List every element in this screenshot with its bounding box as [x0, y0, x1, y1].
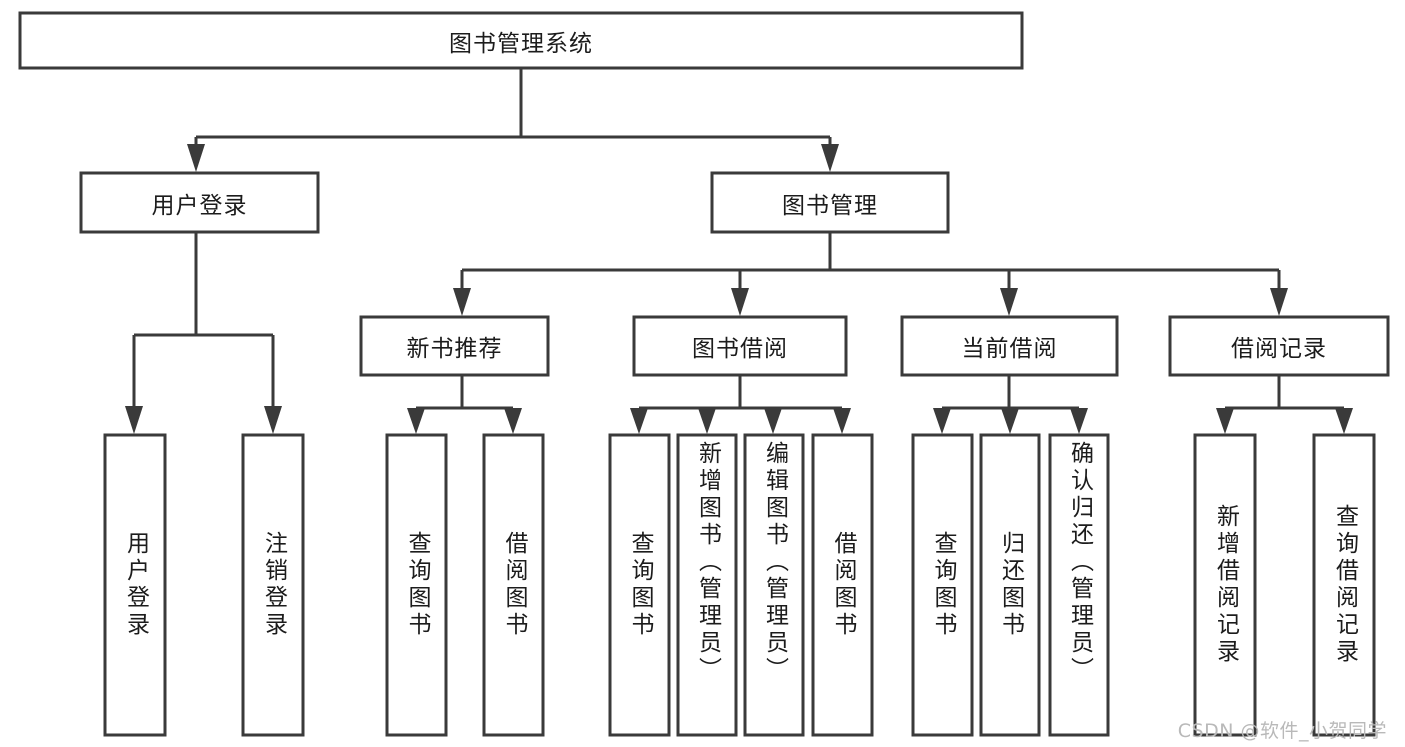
- node-box-book-borrow[interactable]: [632, 315, 848, 377]
- node-box-leaf-confirm-return[interactable]: [1048, 433, 1110, 737]
- node-box-new-book-recommend[interactable]: [359, 315, 550, 377]
- connector-group-root-to-level2: [187, 68, 839, 172]
- node-box-leaf-logout[interactable]: [241, 433, 305, 737]
- arrow-head-leaf-borrow-book-1: [504, 408, 522, 434]
- node-box-borrow-record[interactable]: [1168, 315, 1390, 377]
- arrow-head-leaf-borrow-book-2: [833, 408, 851, 434]
- connector-group-user-login-to-leaves: [125, 232, 282, 434]
- arrow-head-leaf-confirm-return: [1070, 408, 1088, 434]
- arrow-head-leaf-user-login: [125, 406, 143, 434]
- node-box-current-borrow[interactable]: [900, 315, 1119, 377]
- node-box-leaf-borrow-book-1[interactable]: [482, 433, 545, 737]
- arrow-head-leaf-logout: [264, 406, 282, 434]
- arrow-head-user-login: [187, 144, 205, 172]
- arrow-head-leaf-query-book-3: [933, 408, 951, 434]
- arrow-head-borrow-record: [1270, 288, 1288, 316]
- node-box-leaf-borrow-book-2[interactable]: [811, 433, 874, 737]
- arrow-head-new-book-recommend: [453, 288, 471, 316]
- node-box-leaf-query-book-2[interactable]: [608, 433, 671, 737]
- node-box-leaf-add-book[interactable]: [676, 433, 738, 737]
- node-box-leaf-edit-book[interactable]: [743, 433, 805, 737]
- connector-group-borrow-record-to-leaves: [1216, 375, 1353, 434]
- arrow-head-book-management: [821, 144, 839, 172]
- arrow-head-leaf-add-record: [1216, 408, 1234, 434]
- arrow-head-leaf-add-book: [698, 408, 716, 434]
- connector-group-current-borrow-to-leaves: [933, 375, 1088, 434]
- arrow-head-leaf-query-book-2: [630, 408, 648, 434]
- node-box-book-management[interactable]: [710, 171, 950, 234]
- node-box-leaf-add-record[interactable]: [1193, 433, 1257, 737]
- arrow-head-leaf-edit-book: [764, 408, 782, 434]
- connector-group-book-management-to-level3: [453, 232, 1288, 316]
- node-box-root[interactable]: [18, 11, 1024, 70]
- node-box-leaf-user-login[interactable]: [103, 433, 167, 737]
- node-box-leaf-query-book-3[interactable]: [911, 433, 974, 737]
- arrow-head-leaf-query-record: [1335, 408, 1353, 434]
- node-box-leaf-query-record[interactable]: [1312, 433, 1376, 737]
- arrow-head-book-borrow: [731, 288, 749, 316]
- node-box-leaf-return-book[interactable]: [979, 433, 1041, 737]
- csdn-watermark: CSDN @软件_小贺同学: [1177, 720, 1387, 742]
- arrow-head-leaf-query-book-1: [407, 408, 425, 434]
- node-box-user-login[interactable]: [79, 171, 320, 234]
- connector-group-book-borrow-to-leaves: [630, 375, 851, 434]
- arrow-head-current-borrow: [1000, 288, 1018, 316]
- connector-group-new-book-recommend-to-leaves: [407, 375, 522, 434]
- node-box-leaf-query-book-1[interactable]: [385, 433, 448, 737]
- arrow-head-leaf-return-book: [1001, 408, 1019, 434]
